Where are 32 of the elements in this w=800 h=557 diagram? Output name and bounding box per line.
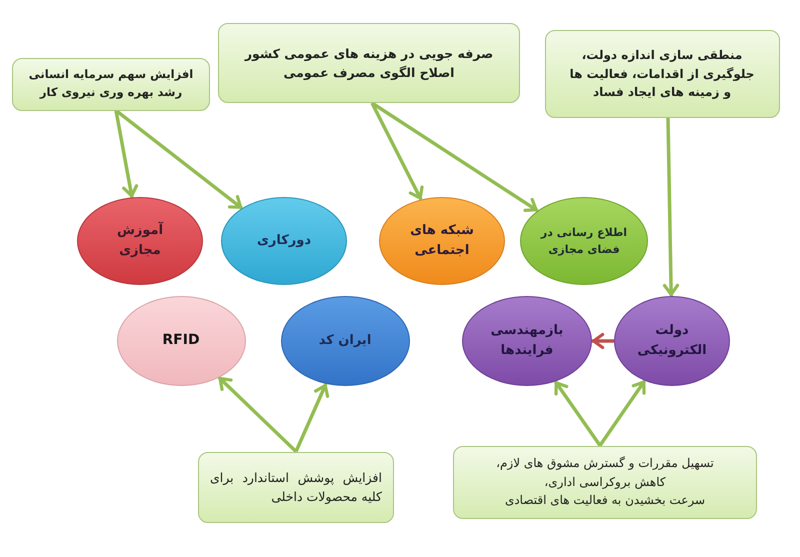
- node-text: صرفه جویی در هزینه های عمومی کشور: [244, 44, 494, 63]
- arrow: [371, 102, 538, 212]
- node-text: افزایش سهم سرمایه انسانی: [28, 66, 194, 84]
- node-text: بازمهندسی فرایندها: [490, 322, 564, 360]
- arrow: [114, 110, 138, 198]
- text-box: [453, 446, 757, 518]
- arrow: [218, 376, 298, 453]
- node-text: آموزش مجازی: [116, 220, 164, 260]
- node-text: اصلاح الگوی مصرف عمومی: [284, 64, 454, 82]
- node-text: تسهیل مقررات و گسترش مشوق های لازم،: [496, 455, 714, 472]
- arrow: [592, 332, 614, 350]
- node-text: دولت الکترونیکی: [636, 322, 708, 360]
- node-text: دورکاری: [256, 232, 312, 250]
- node-text: منطقی سازی اندازه دولت، جلوگیری از اقدامات، فعالیت ها و زمینه های ایجاد فساد: [568, 47, 756, 102]
- arrow: [294, 383, 330, 452]
- node-text: RFID: [162, 331, 200, 350]
- node-text: افزایش پوشش استاندارد برای کلیه محصولات داخلی: [210, 468, 382, 506]
- node-text: رشد بهره وری نیروی کار: [40, 84, 182, 101]
- arrow: [598, 380, 646, 446]
- text-box: [198, 452, 394, 522]
- text-box: [12, 58, 210, 110]
- node-text: کاهش بروکراسی اداری،: [544, 474, 666, 491]
- arrow: [370, 102, 424, 200]
- arrow: [662, 118, 680, 296]
- text-box: [544, 30, 780, 118]
- arrow: [554, 380, 602, 446]
- arrow: [114, 109, 243, 210]
- text-box: [218, 23, 520, 103]
- node-text: شبکه های اجتماعی: [409, 222, 475, 260]
- node-text: اطلاع رسانی در فضای مجازی: [539, 224, 628, 258]
- node-text: سرعت بخشیدن به فعالیت های اقتصادی: [504, 492, 706, 510]
- node-text: ایران کد: [318, 332, 372, 350]
